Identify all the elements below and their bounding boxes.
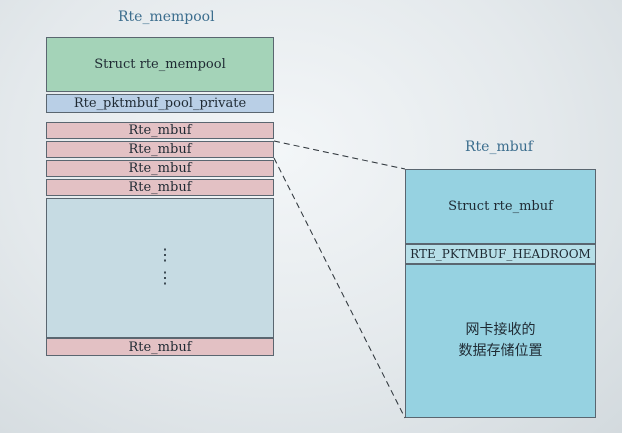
mbuf-row: Rte_mbuf: [46, 122, 274, 139]
mempool-struct-block: Struct rte_mempool: [46, 37, 274, 92]
headroom-block: RTE_PKTMBUF_HEADROOM: [405, 244, 596, 264]
connector-bottom-dashed: [273, 157, 406, 419]
connector-top-dashed: [273, 140, 406, 170]
mbuf-row-last: Rte_mbuf: [46, 338, 274, 356]
mbuf-title: Rte_mbuf: [465, 139, 533, 155]
mempool-title: Rte_mempool: [118, 9, 215, 25]
mbuf-struct-block: Struct rte_mbuf: [405, 169, 596, 244]
packet-data-line1: 网卡接收的: [465, 322, 536, 338]
mempool-body-block: [46, 198, 274, 338]
pool-private-block: Rte_pktmbuf_pool_private: [46, 94, 274, 113]
packet-data-block: 网卡接收的 数据存储位置: [405, 264, 596, 418]
mbuf-row: Rte_mbuf: [46, 141, 274, 158]
packet-data-line2: 数据存储位置: [458, 343, 543, 359]
mbuf-row: Rte_mbuf: [46, 160, 274, 177]
mbuf-row: Rte_mbuf: [46, 179, 274, 196]
